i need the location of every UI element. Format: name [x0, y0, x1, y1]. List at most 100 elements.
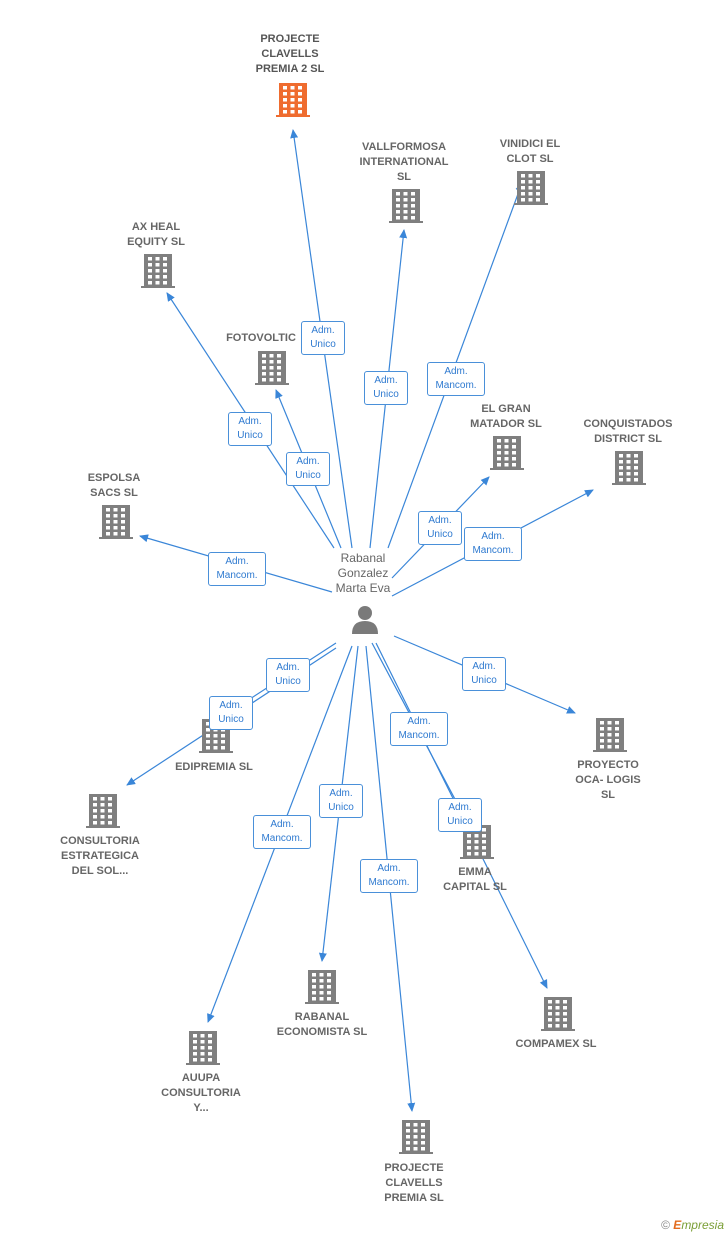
- company-label-line: Y...: [193, 1102, 209, 1114]
- company-label-line: EL GRAN: [481, 403, 531, 415]
- role-badge-line: Mancom.: [261, 833, 303, 844]
- building-icon-axheal[interactable]: [141, 254, 175, 288]
- company-label-line: FOTOVOLTIC: [226, 332, 296, 344]
- role-badge-rabanal[interactable]: Adm.Unico: [319, 784, 363, 818]
- role-badge-line: Adm.: [329, 788, 353, 799]
- company-label-line: SL: [396, 171, 412, 183]
- role-badge-projecte2[interactable]: Adm. Unico: [301, 321, 345, 355]
- role-badge-line: Adm.: [374, 375, 398, 386]
- company-label-line: PROYECTO: [577, 759, 639, 771]
- company-label-emma[interactable]: EMMA CAPITAL SL: [410, 865, 540, 895]
- role-badge-line: Unico: [447, 816, 473, 827]
- company-label-fotovoltic[interactable]: FOTOVOLTIC: [196, 331, 326, 346]
- building-icon-fotovoltic[interactable]: [255, 351, 289, 385]
- building-icon-espolsa[interactable]: [99, 505, 133, 539]
- role-badge-line: Adm.: [219, 700, 243, 711]
- brand-logo-initial: E: [673, 1218, 682, 1232]
- role-badge-line: Adm.: [225, 556, 249, 567]
- role-badge-vallformosa[interactable]: Adm. Unico: [364, 371, 408, 405]
- company-label-rabanal[interactable]: RABANAL ECONOMISTA SL: [257, 1010, 387, 1040]
- building-icon-auupa[interactable]: [186, 1031, 220, 1065]
- role-badge-elgran[interactable]: Adm. Unico: [418, 511, 462, 545]
- role-badge-line: Adm.: [311, 325, 335, 336]
- company-label-line: SACS SL: [90, 487, 138, 499]
- role-badge-line: Adm.: [444, 366, 468, 377]
- role-badge-line: Adm.: [238, 416, 262, 427]
- role-badge-edipremia[interactable]: Adm.Unico: [266, 658, 310, 692]
- company-label-compamex[interactable]: COMPAMEX SL: [491, 1037, 621, 1052]
- role-badge-line: Unico: [237, 430, 263, 441]
- company-label-line: SL: [600, 789, 616, 801]
- role-badge-compamex[interactable]: Adm. Mancom.: [390, 712, 448, 746]
- company-label-line: PROJECTE: [384, 1162, 444, 1174]
- role-badge-line: Unico: [218, 714, 244, 725]
- company-label-espolsa[interactable]: ESPOLSA SACS SL: [49, 471, 179, 501]
- center-person-name[interactable]: Rabanal Gonzalez Marta Eva: [335, 551, 391, 595]
- role-badge-proyecto[interactable]: Adm.Unico: [462, 657, 506, 691]
- building-icon-conquistados[interactable]: [612, 451, 646, 485]
- building-icon-compamex[interactable]: [541, 997, 575, 1031]
- company-label-line: CONSULTORIA: [60, 835, 140, 847]
- company-label-auupa[interactable]: AUUPA CONSULTORIA Y...: [136, 1071, 266, 1116]
- role-badge-line: Adm.: [377, 863, 401, 874]
- company-label-line: PROJECTE: [260, 33, 320, 45]
- company-label-line: VINIDICI EL: [499, 138, 561, 150]
- role-badge-line: Unico: [373, 389, 399, 400]
- company-label-line: CONSULTORIA: [161, 1087, 241, 1099]
- role-badge-line: Adm.: [428, 515, 452, 526]
- role-badge-line: Adm.: [270, 819, 294, 830]
- building-icon-consultoria[interactable]: [86, 794, 120, 828]
- role-badge-line: Mancom.: [435, 380, 477, 391]
- role-badge-emma[interactable]: Adm.Unico: [438, 798, 482, 832]
- building-icon-elgran[interactable]: [490, 436, 524, 470]
- person-icon: [352, 606, 378, 634]
- building-icon-projecte2[interactable]: [276, 83, 310, 117]
- building-icon-proyecto[interactable]: [593, 718, 627, 752]
- building-icon-vallformosa[interactable]: [389, 189, 423, 223]
- company-label-line: ESPOLSA: [87, 472, 141, 484]
- role-badge-axheal[interactable]: Adm. Unico: [228, 412, 272, 446]
- company-label-line: INTERNATIONAL: [359, 156, 449, 168]
- role-badge-line: Unico: [310, 339, 336, 350]
- role-badge-projecte[interactable]: Adm. Mancom.: [360, 859, 418, 893]
- role-badge-consultoria[interactable]: Adm. Unico: [209, 696, 253, 730]
- role-badge-line: Adm.: [296, 456, 320, 467]
- company-label-projecte2[interactable]: PROJECTE CLAVELLS PREMIA 2 SL: [225, 32, 355, 77]
- role-badge-auupa[interactable]: Adm. Mancom.: [253, 815, 311, 849]
- company-label-line: COMPAMEX SL: [515, 1038, 597, 1050]
- role-badge-line: Unico: [471, 675, 497, 686]
- brand-logo-text: mpresia: [681, 1218, 724, 1232]
- company-label-line: EDIPREMIA SL: [175, 761, 253, 773]
- building-icon-rabanal[interactable]: [305, 970, 339, 1004]
- company-label-edipremia[interactable]: EDIPREMIA SL: [149, 760, 279, 775]
- company-label-line: CLAVELLS: [261, 48, 319, 60]
- company-label-line: CAPITAL SL: [443, 881, 507, 893]
- role-badge-line: Adm.: [276, 662, 300, 673]
- company-label-line: ECONOMISTA SL: [276, 1026, 368, 1038]
- company-label-line: EMMA: [458, 866, 492, 878]
- company-label-line: RABANAL: [294, 1011, 350, 1023]
- building-icon-projecte[interactable]: [399, 1120, 433, 1154]
- building-icon-vinidici[interactable]: [514, 171, 548, 205]
- company-label-line: EQUITY SL: [127, 236, 185, 248]
- role-badge-fotovoltic[interactable]: Adm.Unico: [286, 452, 330, 486]
- role-badge-espolsa[interactable]: Adm. Mancom.: [208, 552, 266, 586]
- role-badge-conquistados[interactable]: Adm.Mancom.: [464, 527, 522, 561]
- company-label-line: PREMIA 2 SL: [255, 63, 325, 75]
- role-badge-line: Mancom.: [216, 570, 258, 581]
- company-label-line: AUUPA: [181, 1072, 221, 1084]
- role-badge-line: Mancom.: [398, 730, 440, 741]
- role-badge-line: Mancom.: [472, 545, 514, 556]
- role-badge-vinidici[interactable]: Adm. Mancom.: [427, 362, 485, 396]
- role-badge-line: Unico: [427, 529, 453, 540]
- role-badge-line: Adm.: [407, 716, 431, 727]
- role-badge-line: Mancom.: [368, 877, 410, 888]
